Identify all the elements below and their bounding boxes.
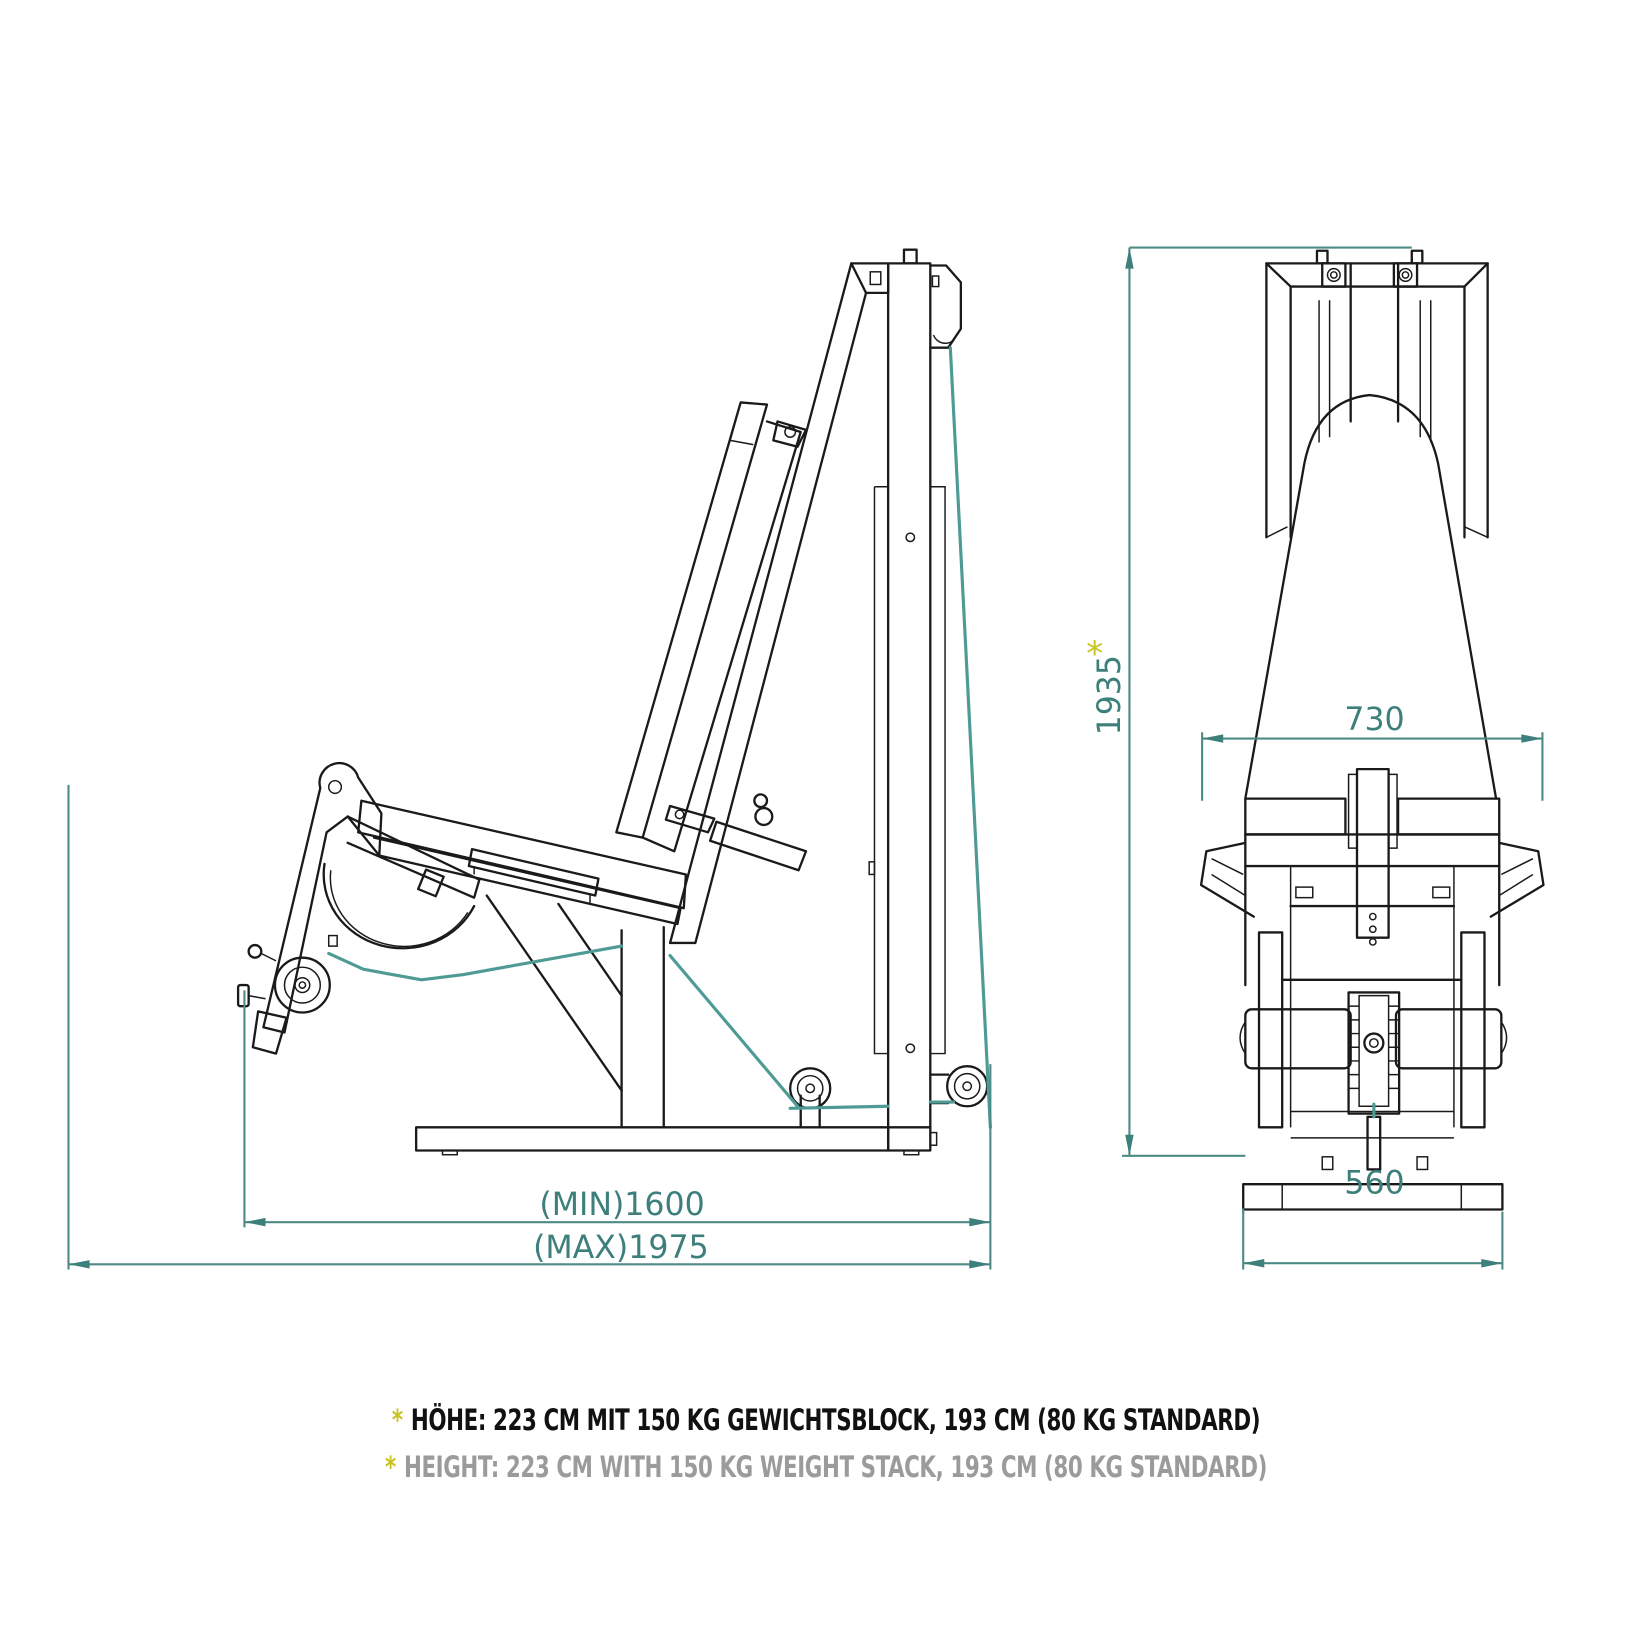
front-base <box>1242 1183 1504 1211</box>
seat-post <box>620 925 665 1129</box>
height-label: 1935 <box>1092 655 1128 735</box>
cable-vertical <box>948 346 992 1129</box>
front-handle-left <box>1199 841 1255 918</box>
note-height-german: *HÖHE: 223 CM MIT 150 KG GEWICHTSBLOCK, … <box>149 1403 1504 1437</box>
roller-pad-arc <box>322 862 476 950</box>
front-dimensions: 1935 * 730 560 <box>1086 246 1544 1270</box>
adjustment-disc <box>273 956 331 1014</box>
width-top-label: 730 <box>1344 702 1404 738</box>
front-view <box>1199 249 1545 1211</box>
note-english-text: HEIGHT: 223 CM WITH 150 KG WEIGHT STACK,… <box>403 1450 1268 1484</box>
length-min-label: (MIN)1600 <box>539 1187 704 1223</box>
front-seat-left <box>1244 797 1347 836</box>
note-german-text: HÖHE: 223 CM MIT 150 KG GEWICHTSBLOCK, 1… <box>410 1403 1261 1437</box>
side-view <box>236 248 992 1156</box>
front-handle-right <box>1489 841 1545 918</box>
side-dimensions: (MIN)1600 (MAX)1975 <box>67 784 992 1270</box>
front-backrest <box>1244 393 1498 800</box>
main-column <box>887 262 932 1152</box>
note-height-english: *HEIGHT: 223 CM WITH 150 KG WEIGHT STACK… <box>149 1450 1504 1484</box>
lever-arm <box>262 761 383 1034</box>
front-roller-right <box>1394 1008 1503 1070</box>
height-asterisk: * <box>1086 634 1103 673</box>
asterisk-icon: * <box>391 1403 403 1437</box>
backrest-frame <box>668 262 890 945</box>
front-central-column <box>1355 767 1390 939</box>
front-seat-right <box>1396 797 1501 836</box>
seat-pad <box>357 799 688 910</box>
asterisk-icon: * <box>384 1450 396 1484</box>
low-pulley-rear <box>946 1065 989 1108</box>
length-max-label: (MAX)1975 <box>533 1230 709 1266</box>
width-base-label: 560 <box>1344 1166 1404 1202</box>
base-plate <box>415 1126 890 1152</box>
front-roller-left <box>1244 1008 1352 1070</box>
